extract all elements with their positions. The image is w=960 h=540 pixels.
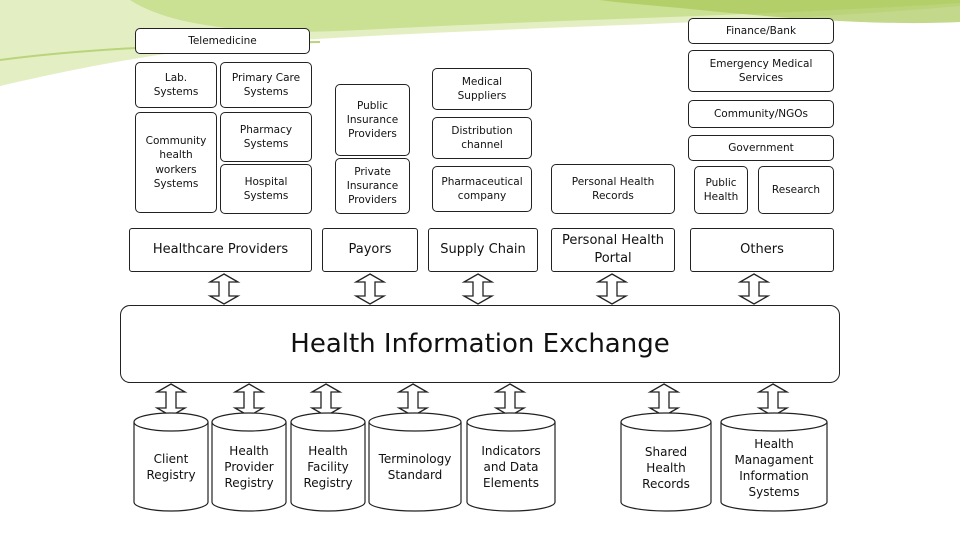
public-health-label: Public Health (703, 176, 739, 203)
supply-chain-box: Supply Chain (428, 228, 538, 272)
client-registry-label: Client Registry (146, 451, 196, 482)
healthcare-providers-label: Healthcare Providers (152, 242, 289, 258)
finance-bank-label: Finance/Bank (725, 24, 797, 37)
pharmacy-systems-box: Pharmacy Systems (220, 112, 312, 162)
community-health-workers-systems-label: Community health workers Systems (145, 135, 207, 190)
finance-bank-box: Finance/Bank (688, 18, 834, 44)
health-facility-registry-cylinder: Health Facility Registry (290, 412, 366, 512)
shared-health-records-label: Shared Health Records (642, 444, 690, 492)
client-registry-cylinder: Client Registry (133, 412, 209, 512)
community-health-workers-systems-box: Community health workers Systems (135, 112, 217, 213)
database-cylinder-icon (368, 412, 462, 512)
personal-health-records-label: Personal Health Records (571, 175, 655, 202)
database-cylinder-icon (133, 412, 209, 512)
payors-box: Payors (322, 228, 418, 272)
pharmacy-systems-label: Pharmacy Systems (239, 123, 293, 150)
database-cylinder-icon (211, 412, 287, 512)
healthcare-providers-box: Healthcare Providers (129, 228, 312, 272)
terminology-standard-cylinder: Terminology Standard (368, 412, 462, 512)
distribution-channel-box: Distribution channel (432, 117, 532, 159)
emergency-medical-services-label: Emergency Medical Services (709, 57, 813, 84)
government-label: Government (728, 141, 794, 154)
telemedicine-label: Telemedicine (188, 34, 257, 47)
lab-systems-box: Lab. Systems (135, 62, 217, 108)
personal-health-portal-box: Personal Health Portal (551, 228, 675, 272)
personal-health-portal-label: Personal Health Portal (561, 233, 665, 266)
hospital-systems-label: Hospital Systems (243, 175, 289, 202)
health-provider-registry-cylinder: Health Provider Registry (211, 412, 287, 512)
database-cylinder-icon (720, 412, 828, 512)
research-label: Research (771, 183, 821, 196)
pharmaceutical-company-label: Pharmaceutical company (441, 175, 523, 202)
distribution-channel-label: Distribution channel (451, 124, 513, 151)
private-insurance-providers-label: Private Insurance Providers (346, 165, 399, 207)
double-arrow-icon (353, 273, 387, 305)
private-insurance-providers-box: Private Insurance Providers (335, 158, 410, 214)
double-arrow-icon (461, 273, 495, 305)
personal-health-records-box: Personal Health Records (551, 164, 675, 214)
shared-health-records-cylinder: Shared Health Records (620, 412, 712, 512)
health-management-information-systems-cylinder: Health Managament Information Systems (720, 412, 828, 512)
health-provider-registry-label: Health Provider Registry (224, 443, 274, 491)
public-health-box: Public Health (694, 166, 748, 214)
primary-care-systems-label: Primary Care Systems (231, 71, 301, 98)
health-facility-registry-label: Health Facility Registry (303, 443, 353, 491)
payors-label: Payors (348, 242, 392, 258)
pharmaceutical-company-box: Pharmaceutical company (432, 166, 532, 212)
primary-care-systems-box: Primary Care Systems (220, 62, 312, 108)
health-management-information-systems-label: Health Managament Information Systems (734, 436, 814, 500)
database-cylinder-icon (466, 412, 556, 512)
government-box: Government (688, 135, 834, 161)
decorative-green-swoosh (0, 0, 960, 86)
database-cylinder-icon (290, 412, 366, 512)
indicators-and-data-elements-label: Indicators and Data Elements (481, 443, 541, 491)
double-arrow-icon (737, 273, 771, 305)
database-cylinder-icon (620, 412, 712, 512)
community-ngos-label: Community/NGOs (713, 107, 809, 120)
health-information-exchange-title: Health Information Exchange (290, 329, 670, 359)
telemedicine-box: Telemedicine (135, 28, 310, 54)
public-insurance-providers-label: Public Insurance Providers (346, 99, 399, 141)
terminology-standard-label: Terminology Standard (378, 451, 452, 482)
double-arrow-icon (207, 273, 241, 305)
others-box: Others (690, 228, 834, 272)
double-arrow-icon (595, 273, 629, 305)
public-insurance-providers-box: Public Insurance Providers (335, 84, 410, 156)
others-label: Others (740, 242, 784, 258)
research-box: Research (758, 166, 834, 214)
community-ngos-box: Community/NGOs (688, 100, 834, 128)
medical-suppliers-label: Medical Suppliers (457, 75, 507, 102)
hospital-systems-box: Hospital Systems (220, 164, 312, 214)
lab-systems-label: Lab. Systems (153, 71, 199, 98)
indicators-and-data-elements-cylinder: Indicators and Data Elements (466, 412, 556, 512)
emergency-medical-services-box: Emergency Medical Services (688, 50, 834, 92)
supply-chain-label: Supply Chain (440, 242, 526, 258)
medical-suppliers-box: Medical Suppliers (432, 68, 532, 110)
health-information-exchange-box: Health Information Exchange (120, 305, 840, 383)
